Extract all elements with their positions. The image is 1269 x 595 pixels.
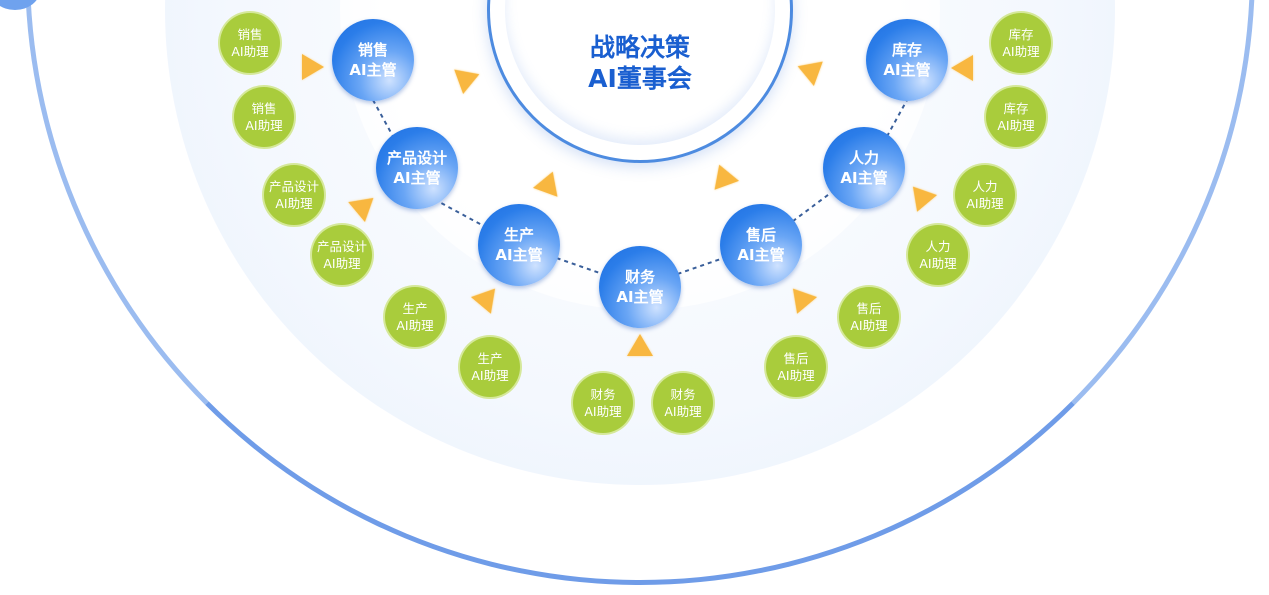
assistant-role: AI助理 — [919, 256, 957, 271]
assistant-role: AI助理 — [471, 368, 509, 383]
assistant-dept: 售后 — [783, 351, 809, 366]
manager-dept: 销售 — [357, 41, 388, 59]
assistant-node: 人力 AI助理 — [955, 165, 1015, 225]
assistant-node: 售后 AI助理 — [766, 337, 826, 397]
manager-node: 生产 AI主管 — [478, 204, 560, 286]
assistant-node: 财务 AI助理 — [573, 373, 633, 433]
assistant-dept: 销售 — [237, 27, 263, 42]
assistant-role: AI助理 — [584, 404, 622, 419]
assistant-node: 生产 AI助理 — [460, 337, 520, 397]
assistant-dept: 生产 — [477, 351, 503, 366]
assistant-role: AI助理 — [323, 256, 361, 271]
assistant-role: AI助理 — [231, 44, 269, 59]
manager-role: AI主管 — [616, 288, 664, 306]
manager-node: 库存 AI主管 — [866, 19, 948, 101]
assistant-node: 销售 AI助理 — [234, 87, 294, 147]
flow-arrow-icon — [951, 55, 973, 81]
manager-node: 销售 AI主管 — [332, 19, 414, 101]
manager-node: 售后 AI主管 — [720, 204, 802, 286]
assistant-role: AI助理 — [850, 318, 888, 333]
core-title-line1: 战略决策 — [589, 33, 690, 62]
assistant-node: 财务 AI助理 — [653, 373, 713, 433]
manager-role: AI主管 — [840, 169, 888, 187]
manager-dept: 库存 — [891, 41, 922, 59]
assistant-role: AI助理 — [777, 368, 815, 383]
manager-role: AI主管 — [495, 246, 543, 264]
manager-dept: 生产 — [503, 226, 534, 244]
assistant-role: AI助理 — [275, 196, 313, 211]
manager-node: 产品设计 AI主管 — [376, 127, 458, 209]
manager-dept: 产品设计 — [386, 149, 447, 167]
assistant-node: 销售 AI助理 — [220, 13, 280, 73]
assistant-node: 售后 AI助理 — [839, 287, 899, 347]
corner-node — [0, 0, 40, 10]
assistant-dept: 财务 — [670, 387, 696, 402]
assistant-dept: 产品设计 — [316, 239, 367, 254]
manager-node: 人力 AI主管 — [823, 127, 905, 209]
manager-node: 财务 AI主管 — [599, 246, 681, 328]
assistant-dept: 财务 — [590, 387, 616, 402]
assistant-role: AI助理 — [966, 196, 1004, 211]
assistant-dept: 售后 — [856, 301, 882, 316]
manager-role: AI主管 — [393, 169, 441, 187]
assistant-role: AI助理 — [396, 318, 434, 333]
assistant-dept: 人力 — [972, 179, 998, 194]
manager-role: AI主管 — [883, 61, 931, 79]
assistant-dept: 生产 — [402, 301, 428, 316]
manager-dept: 人力 — [848, 149, 879, 167]
flow-arrow-icon — [302, 54, 324, 80]
manager-role: AI主管 — [737, 246, 785, 264]
assistant-role: AI助理 — [664, 404, 702, 419]
assistant-node: 生产 AI助理 — [385, 287, 445, 347]
manager-dept: 售后 — [745, 226, 776, 244]
assistant-node: 产品设计 AI助理 — [264, 165, 324, 225]
manager-dept: 财务 — [624, 268, 655, 286]
assistant-node: 库存 AI助理 — [991, 13, 1051, 73]
assistant-dept: 人力 — [925, 239, 951, 254]
assistant-node: 人力 AI助理 — [908, 225, 968, 285]
assistant-dept: 库存 — [1003, 101, 1029, 116]
assistant-dept: 产品设计 — [268, 179, 319, 194]
manager-role: AI主管 — [349, 61, 397, 79]
assistant-dept: 库存 — [1008, 27, 1034, 42]
assistant-dept: 销售 — [251, 101, 277, 116]
assistant-node: 库存 AI助理 — [986, 87, 1046, 147]
assistant-role: AI助理 — [1002, 44, 1040, 59]
assistant-role: AI助理 — [997, 118, 1035, 133]
assistant-role: AI助理 — [245, 118, 283, 133]
core-title: 战略决策 AI董事会 — [540, 32, 740, 94]
assistant-node: 产品设计 AI助理 — [312, 225, 372, 285]
flow-arrow-icon — [627, 334, 653, 356]
core-title-line2: AI董事会 — [588, 64, 692, 93]
